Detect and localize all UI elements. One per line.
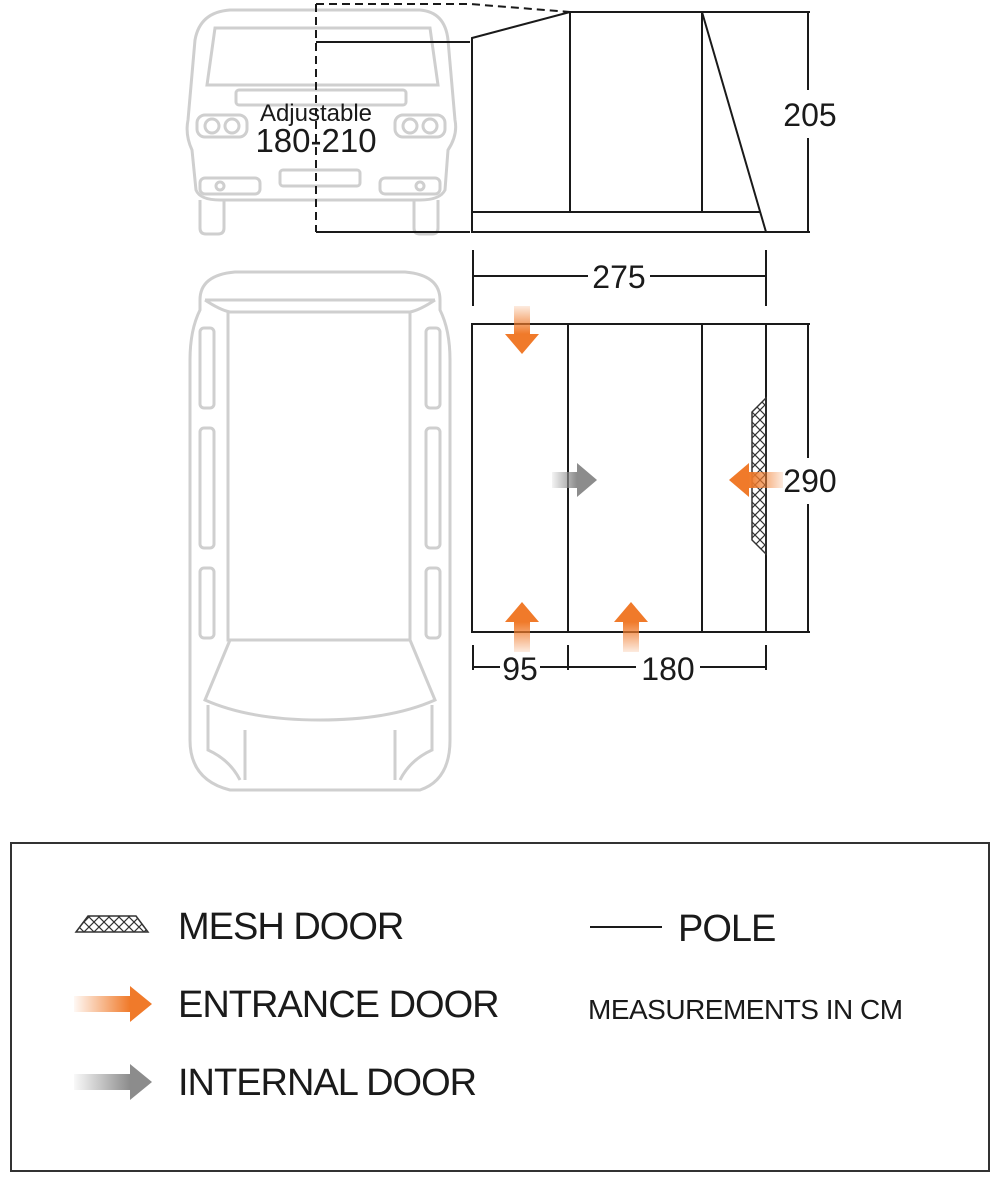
entrance-arrow-side xyxy=(729,463,783,497)
adjustable-range: 180-210 xyxy=(255,122,376,159)
awning-floor-plan xyxy=(471,323,767,633)
legend-mesh-door-label: MESH DOOR xyxy=(178,906,404,948)
depth-dim-label: 290 xyxy=(783,463,836,499)
units-note: MEASUREMENTS IN CM xyxy=(588,994,903,1025)
van-top-view xyxy=(188,270,452,792)
legend-internal-door-label: INTERNAL DOOR xyxy=(178,1062,477,1104)
internal-door-icon xyxy=(74,1064,152,1100)
van-rear-view xyxy=(185,8,458,236)
adjustable-label: Adjustable xyxy=(260,100,372,127)
entrance-arrow-bottom-left xyxy=(505,602,539,652)
roof-connector-dashed xyxy=(315,3,571,232)
mesh-door-icon xyxy=(74,915,150,933)
entrance-arrow-top xyxy=(505,306,539,354)
height-dim-label: 205 xyxy=(783,97,836,133)
entrance-arrow-bottom-right xyxy=(614,602,648,652)
depth-dimension xyxy=(766,323,810,633)
awning-side-elevation xyxy=(471,11,768,233)
section-right-dim-label: 180 xyxy=(641,651,694,687)
internal-door-arrow xyxy=(552,463,597,497)
width-dimension xyxy=(472,250,767,306)
width-dim-label: 275 xyxy=(592,259,645,295)
legend-entrance-door-label: ENTRANCE DOOR xyxy=(178,984,500,1026)
pole-line-icon xyxy=(590,926,662,928)
section-dimensions xyxy=(472,645,767,670)
section-left-dim-label: 95 xyxy=(502,651,538,687)
height-dimension xyxy=(702,11,810,233)
entrance-door-icon xyxy=(74,986,152,1022)
legend-pole-label: POLE xyxy=(678,908,776,950)
legend-box: MESH DOOR ENTRANCE DOOR INTERNAL DOOR PO… xyxy=(10,842,990,1172)
